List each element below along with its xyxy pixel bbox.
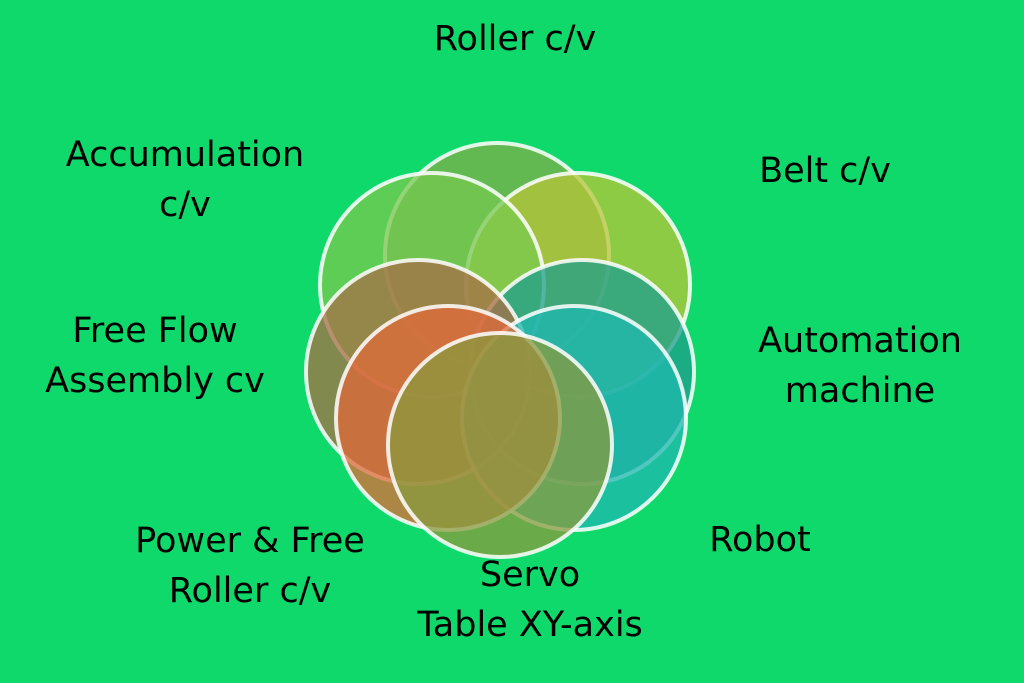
label-servo-line1: Servo bbox=[479, 555, 581, 595]
label-belt: Belt c/v bbox=[759, 151, 891, 191]
label-accumulation-line1: Accumulation bbox=[65, 135, 305, 175]
petal-servo bbox=[386, 331, 614, 559]
label-automation: Automation machine bbox=[740, 316, 980, 416]
label-automation-line1: Automation bbox=[758, 321, 962, 361]
label-power-line1: Power & Free bbox=[135, 521, 365, 561]
label-servo: Servo Table XY-axis bbox=[400, 550, 660, 650]
label-roller: Roller c/v bbox=[433, 19, 597, 59]
label-freeflow-line2: Assembly cv bbox=[45, 361, 265, 401]
label-power: Power & Free Roller c/v bbox=[115, 516, 385, 616]
label-freeflow-line1: Free Flow bbox=[72, 311, 238, 351]
label-automation-line2: machine bbox=[784, 371, 936, 411]
label-freeflow: Free Flow Assembly cv bbox=[30, 306, 280, 406]
label-robot: Robot bbox=[709, 520, 811, 560]
label-power-line2: Roller c/v bbox=[168, 571, 332, 611]
label-accumulation: Accumulation c/v bbox=[50, 130, 320, 230]
label-servo-line2: Table XY-axis bbox=[417, 605, 643, 645]
label-accumulation-line2: c/v bbox=[159, 185, 211, 225]
